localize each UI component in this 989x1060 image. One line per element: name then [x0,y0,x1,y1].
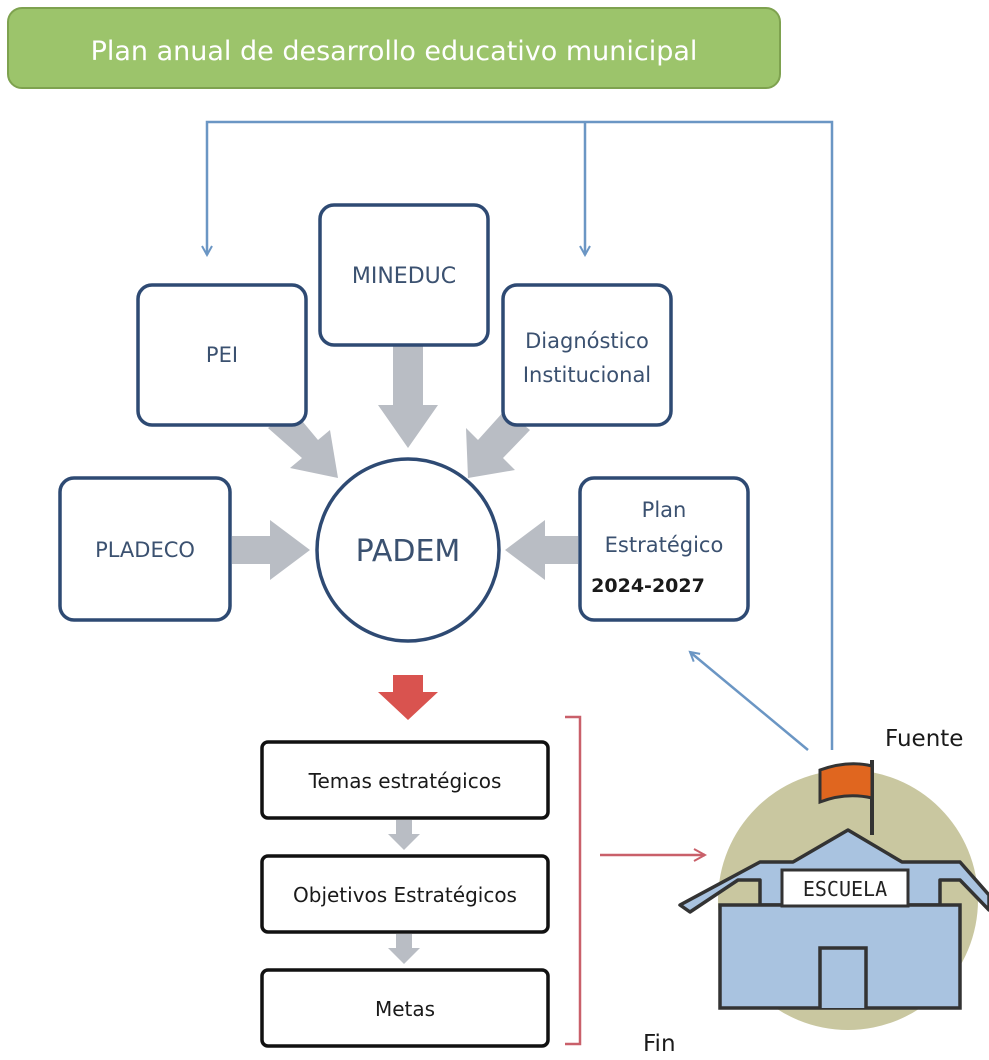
step-objetivos: Objetivos Estratégicos [260,854,550,934]
node-pladeco-label: PLADECO [95,538,195,562]
node-pei-label: PEI [206,343,238,367]
arrow-plan-padem [505,520,578,580]
node-padem-label: PADEM [356,534,461,569]
node-plan-line1: Plan [642,498,687,522]
steps-bracket [565,715,582,1046]
arrow-mineduc-padem [378,345,438,448]
header-title: Plan anual de desarrollo educativo munic… [91,36,698,67]
flag-icon [818,762,874,805]
step-objetivos-label: Objetivos Estratégicos [293,883,517,907]
node-pei: PEI [136,283,308,427]
node-plan-years: 2024-2027 [591,575,705,597]
node-diagnostico-line1: Diagnóstico [525,329,649,353]
node-plan-line2: Estratégico [605,533,724,557]
step-temas: Temas estratégicos [260,740,550,820]
arrow-pladeco-padem [232,520,310,580]
node-diagnostico: Diagnóstico Institucional [501,283,673,427]
node-diagnostico-line2: Institucional [523,363,651,387]
label-fuente: Fuente [885,726,963,752]
grey-arrow-2 [388,934,420,964]
node-pladeco: PLADECO [58,476,232,622]
school-door [818,946,868,1008]
node-mineduc-label: MINEDUC [352,264,456,289]
arrow-diagnostico-padem [466,410,530,478]
block-arrows [232,345,578,580]
node-padem: PADEM [315,457,501,643]
step-temas-label: Temas estratégicos [308,769,502,793]
red-down-arrow [378,675,438,720]
step-metas: Metas [260,968,550,1048]
arrow-pei-padem [268,410,338,478]
step-metas-label: Metas [375,997,435,1021]
grey-arrow-1 [388,820,420,850]
school-illustration: ESCUELA [678,760,989,1030]
header-banner: Plan anual de desarrollo educativo munic… [7,7,781,89]
label-fin: Fin [643,1031,676,1057]
school-sign [780,868,910,908]
node-mineduc: MINEDUC [318,203,490,347]
school-sign-label: ESCUELA [803,877,887,901]
node-plan-estrategico: Plan Estratégico 2024-2027 [578,476,750,622]
top-connectors [207,120,834,751]
